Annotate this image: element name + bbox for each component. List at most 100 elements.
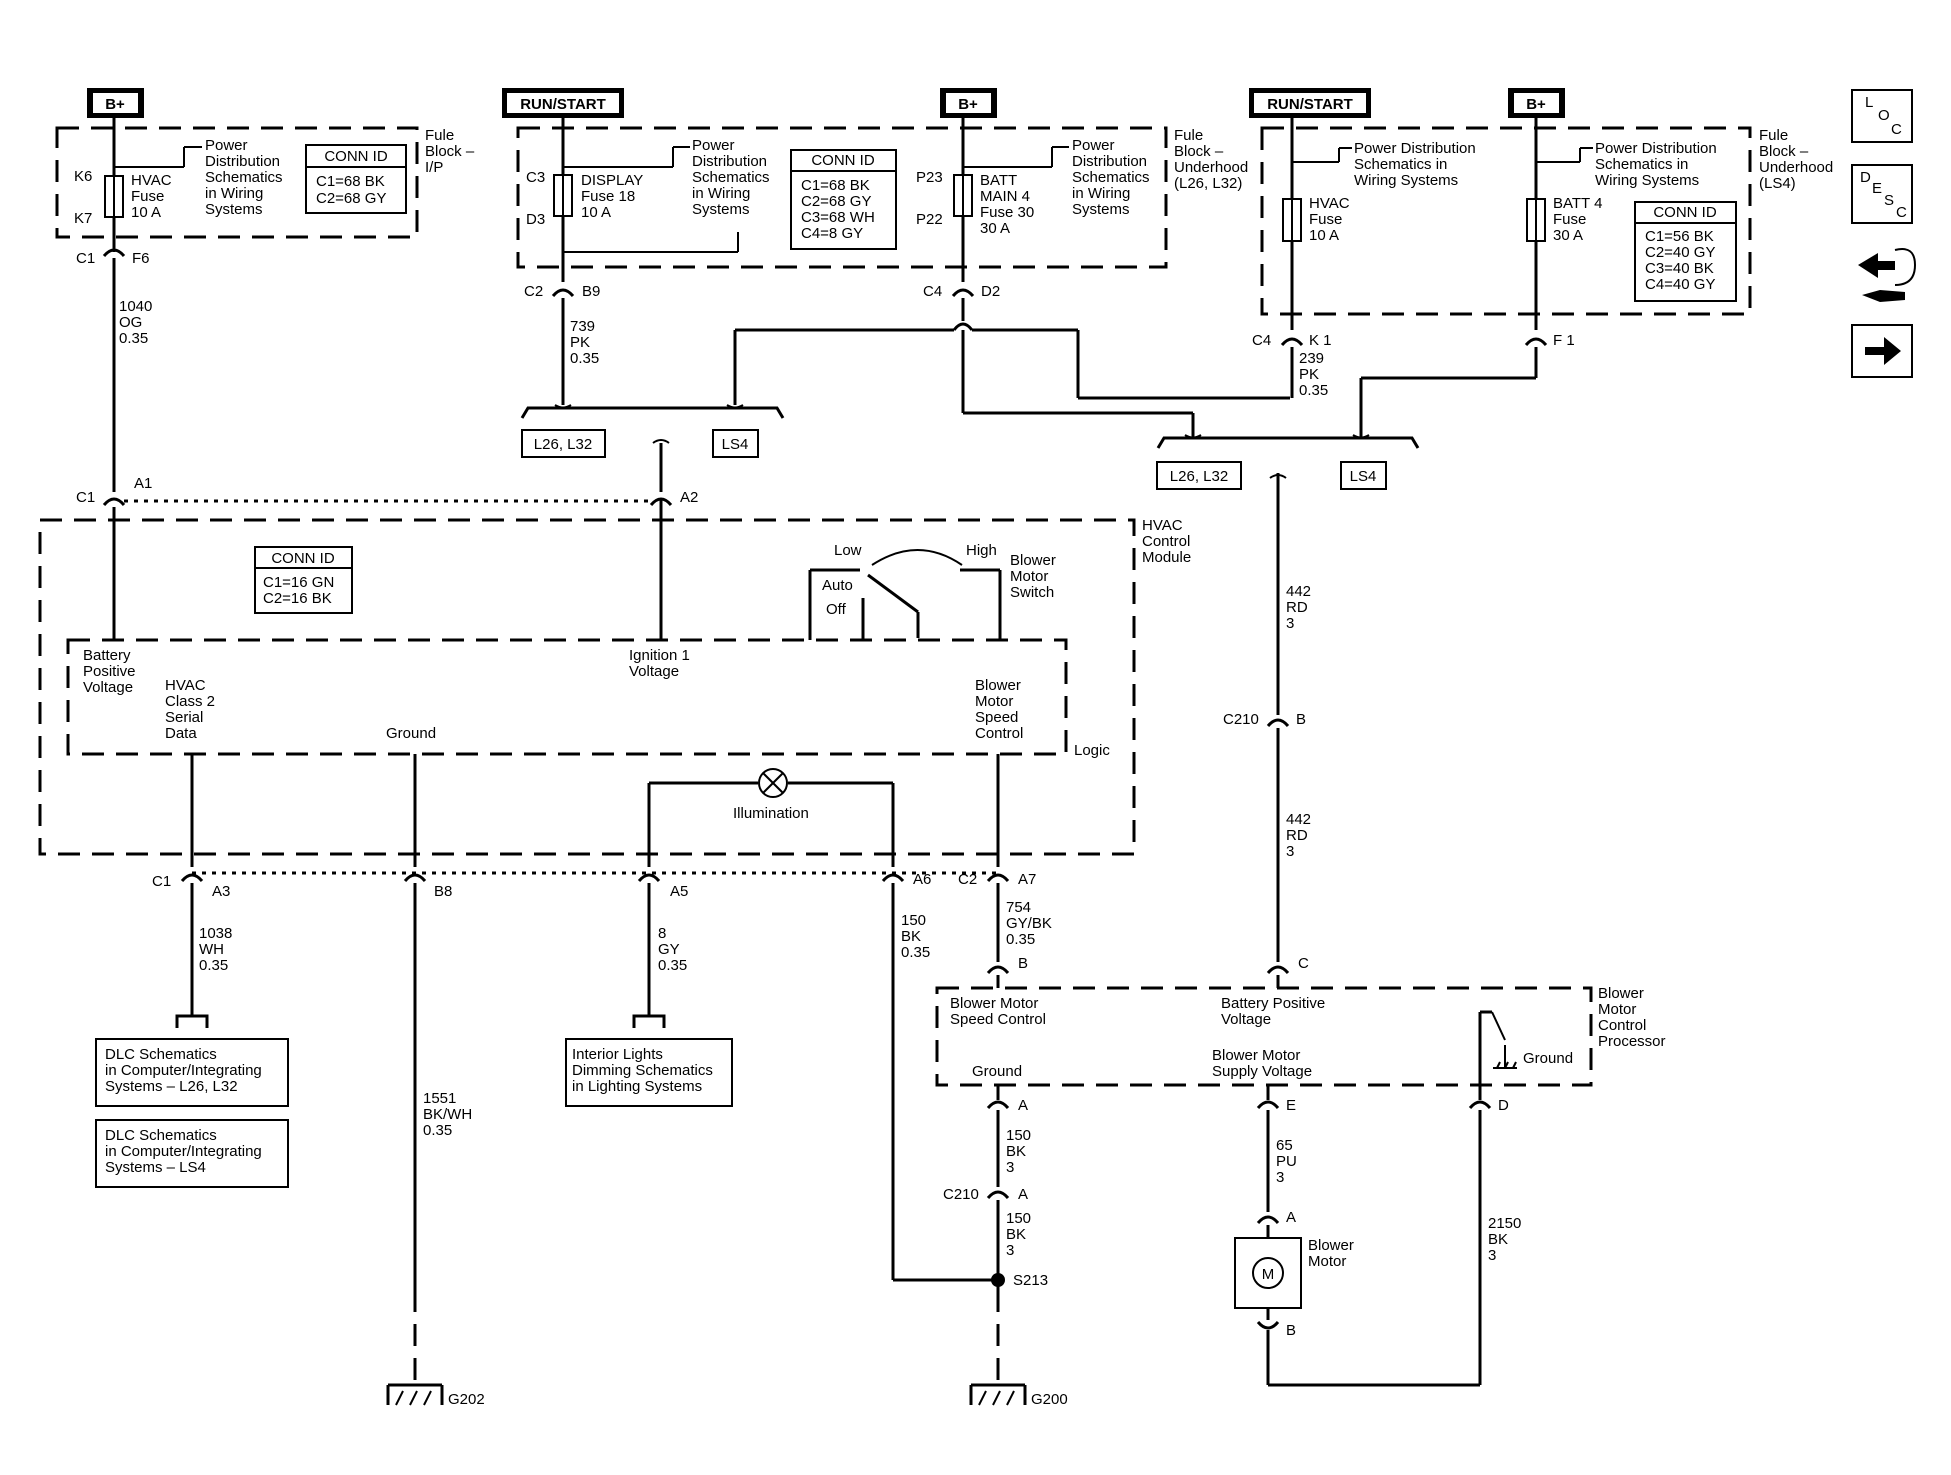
- wire-label: 754: [1006, 899, 1031, 916]
- module-title: Blower: [1598, 985, 1644, 1002]
- pin-label: P23: [916, 169, 943, 186]
- ref-text: Systems – L26, L32: [105, 1078, 238, 1095]
- switch-position-label: High: [966, 542, 997, 559]
- wire-label: 1040: [119, 298, 152, 315]
- conn-id-box: CONN ID C1=68 BK C2=68 GY: [305, 144, 407, 214]
- module-title: Processor: [1598, 1033, 1666, 1050]
- switch-title: Blower: [1010, 552, 1056, 569]
- fuse-label: BATT: [980, 172, 1017, 189]
- fuse-block-title: Block –: [1759, 143, 1809, 160]
- wire-label: GY: [658, 941, 680, 958]
- fuse-label: 10 A: [1309, 227, 1339, 244]
- blower-motor-switch: Low High Auto Off Blower Motor Switch: [808, 542, 1056, 640]
- connector-symbol: [1524, 337, 1548, 347]
- wire-label: WH: [199, 941, 224, 958]
- pin-label: A7: [1018, 871, 1036, 888]
- connector-symbol: [102, 248, 126, 258]
- desc-letter: D: [1860, 169, 1871, 186]
- pin-label: F 1: [1553, 332, 1575, 349]
- logic-output-label: Serial: [165, 709, 203, 726]
- power-tag-bplus-batt4: B+: [1508, 88, 1565, 118]
- fuse-label: Fuse: [1553, 211, 1586, 228]
- pin-label: D3: [526, 211, 545, 228]
- illumination-lamp: Illumination: [647, 768, 895, 867]
- fuse-label: 30 A: [1553, 227, 1583, 244]
- ref-text: in Wiring: [692, 185, 750, 202]
- dlc-schematics-ref-ls4[interactable]: DLC Schematics in Computer/Integrating S…: [95, 1119, 289, 1188]
- wire-label: PK: [1299, 366, 1319, 383]
- fuse-label: Fuse 18: [581, 188, 635, 205]
- ground-label: G202: [448, 1391, 485, 1408]
- bmcp-output-label: Blower Motor: [1212, 1047, 1300, 1064]
- fuse-block-title: I/P: [425, 159, 443, 176]
- wire-label: 3: [1006, 1242, 1014, 1259]
- module-title: Motor: [1598, 1001, 1636, 1018]
- conn-id-row: C1=68 BK: [316, 173, 385, 190]
- switch-position-label: Off: [826, 601, 847, 618]
- loc-letter: L: [1865, 94, 1873, 111]
- conn-id-row: C2=68 GY: [801, 193, 871, 210]
- fuse-label: HVAC: [1309, 195, 1350, 212]
- connector-label: C2: [524, 283, 543, 300]
- loc-letter: C: [1891, 121, 1902, 138]
- switch-position-label: Auto: [822, 577, 853, 594]
- ref-text: Interior Lights: [572, 1046, 663, 1063]
- bmcp-input-label: Speed Control: [950, 1011, 1046, 1028]
- interior-lights-ref[interactable]: Interior Lights Dimming Schematics in Li…: [565, 1038, 733, 1107]
- wire-label: 1038: [199, 925, 232, 942]
- pin-label: K 1: [1309, 332, 1332, 349]
- logic-output-label: HVAC: [165, 677, 206, 694]
- power-tag-run-start-hvac: RUN/START: [1249, 88, 1371, 118]
- fuse-block-title: Underhood: [1759, 159, 1833, 176]
- desc-icon[interactable]: D E S C: [1851, 164, 1913, 224]
- pin-label: A: [1286, 1209, 1296, 1226]
- wire-label: 3: [1286, 843, 1294, 860]
- logic-output-label: Speed: [975, 709, 1018, 726]
- logic-label: Logic: [1074, 742, 1110, 759]
- ground-symbol-g202: G202: [386, 1383, 485, 1408]
- option-bracket-left: L26, L32 LS4: [520, 404, 785, 458]
- conn-id-row: C1=16 GN: [263, 574, 334, 591]
- pin-label: E: [1286, 1097, 1296, 1114]
- wire-a6-splice: 150 BK 0.35: [891, 883, 998, 1282]
- module-title: Control: [1142, 533, 1190, 550]
- wire-label: PK: [570, 334, 590, 351]
- logic-input-label: Voltage: [83, 679, 133, 696]
- wire-150-bk-ground: 150 BK 3 C210 A 150 BK 3 S213 G200: [943, 1110, 1068, 1408]
- logic-output-label: Data: [165, 725, 197, 742]
- wire-label: 8: [658, 925, 666, 942]
- wire-label: RD: [1286, 827, 1308, 844]
- pin-label: B9: [582, 283, 600, 300]
- logic-input-label: Ignition 1: [629, 647, 690, 664]
- conn-id-header: CONN ID: [1653, 204, 1717, 221]
- wire-label: 3: [1488, 1247, 1496, 1264]
- wire-a3-dlc: 1038 WH 0.35 DLC Schematics in Computer/…: [95, 883, 289, 1188]
- ref-text: Distribution: [1072, 153, 1147, 170]
- wire-label: 0.35: [1006, 931, 1035, 948]
- fuse-label: HVAC: [131, 172, 172, 189]
- ground-label: G200: [1031, 1391, 1068, 1408]
- connector-label: C1: [76, 489, 95, 506]
- ref-text: Systems: [692, 201, 750, 218]
- logic-input-label: Positive: [83, 663, 136, 680]
- wire-label: 150: [1006, 1210, 1031, 1227]
- connector-view-icon[interactable]: [1858, 248, 1917, 302]
- conn-id-row: C4=8 GY: [801, 225, 863, 242]
- loc-icon[interactable]: L O C: [1851, 89, 1913, 143]
- wire-b8-ground: 1551 BK/WH 0.35 G202: [386, 883, 485, 1408]
- fuse-block-title: Block –: [1174, 143, 1224, 160]
- dlc-schematics-ref-l26[interactable]: DLC Schematics in Computer/Integrating S…: [95, 1038, 289, 1107]
- ref-text: Systems: [205, 201, 263, 218]
- pin-label: B: [1286, 1322, 1296, 1339]
- next-page-icon[interactable]: [1851, 324, 1913, 378]
- bmcp-output-label: Supply Voltage: [1212, 1063, 1312, 1080]
- blower-motor-circuit: 65 PU 3 A M Blower Motor B 2150 BK 3: [1234, 1110, 1521, 1387]
- pin-label: A6: [913, 871, 931, 888]
- wire-label: 0.35: [199, 957, 228, 974]
- connector-symbol: [986, 1190, 1010, 1200]
- wire-label: 3: [1006, 1159, 1014, 1176]
- pin-label: A1: [134, 475, 152, 492]
- connector-symbol: [1266, 965, 1290, 975]
- wire-a5-lights: 8 GY 0.35 Interior Lights Dimming Schema…: [565, 883, 733, 1107]
- conn-id-row: C4=40 GY: [1645, 276, 1715, 293]
